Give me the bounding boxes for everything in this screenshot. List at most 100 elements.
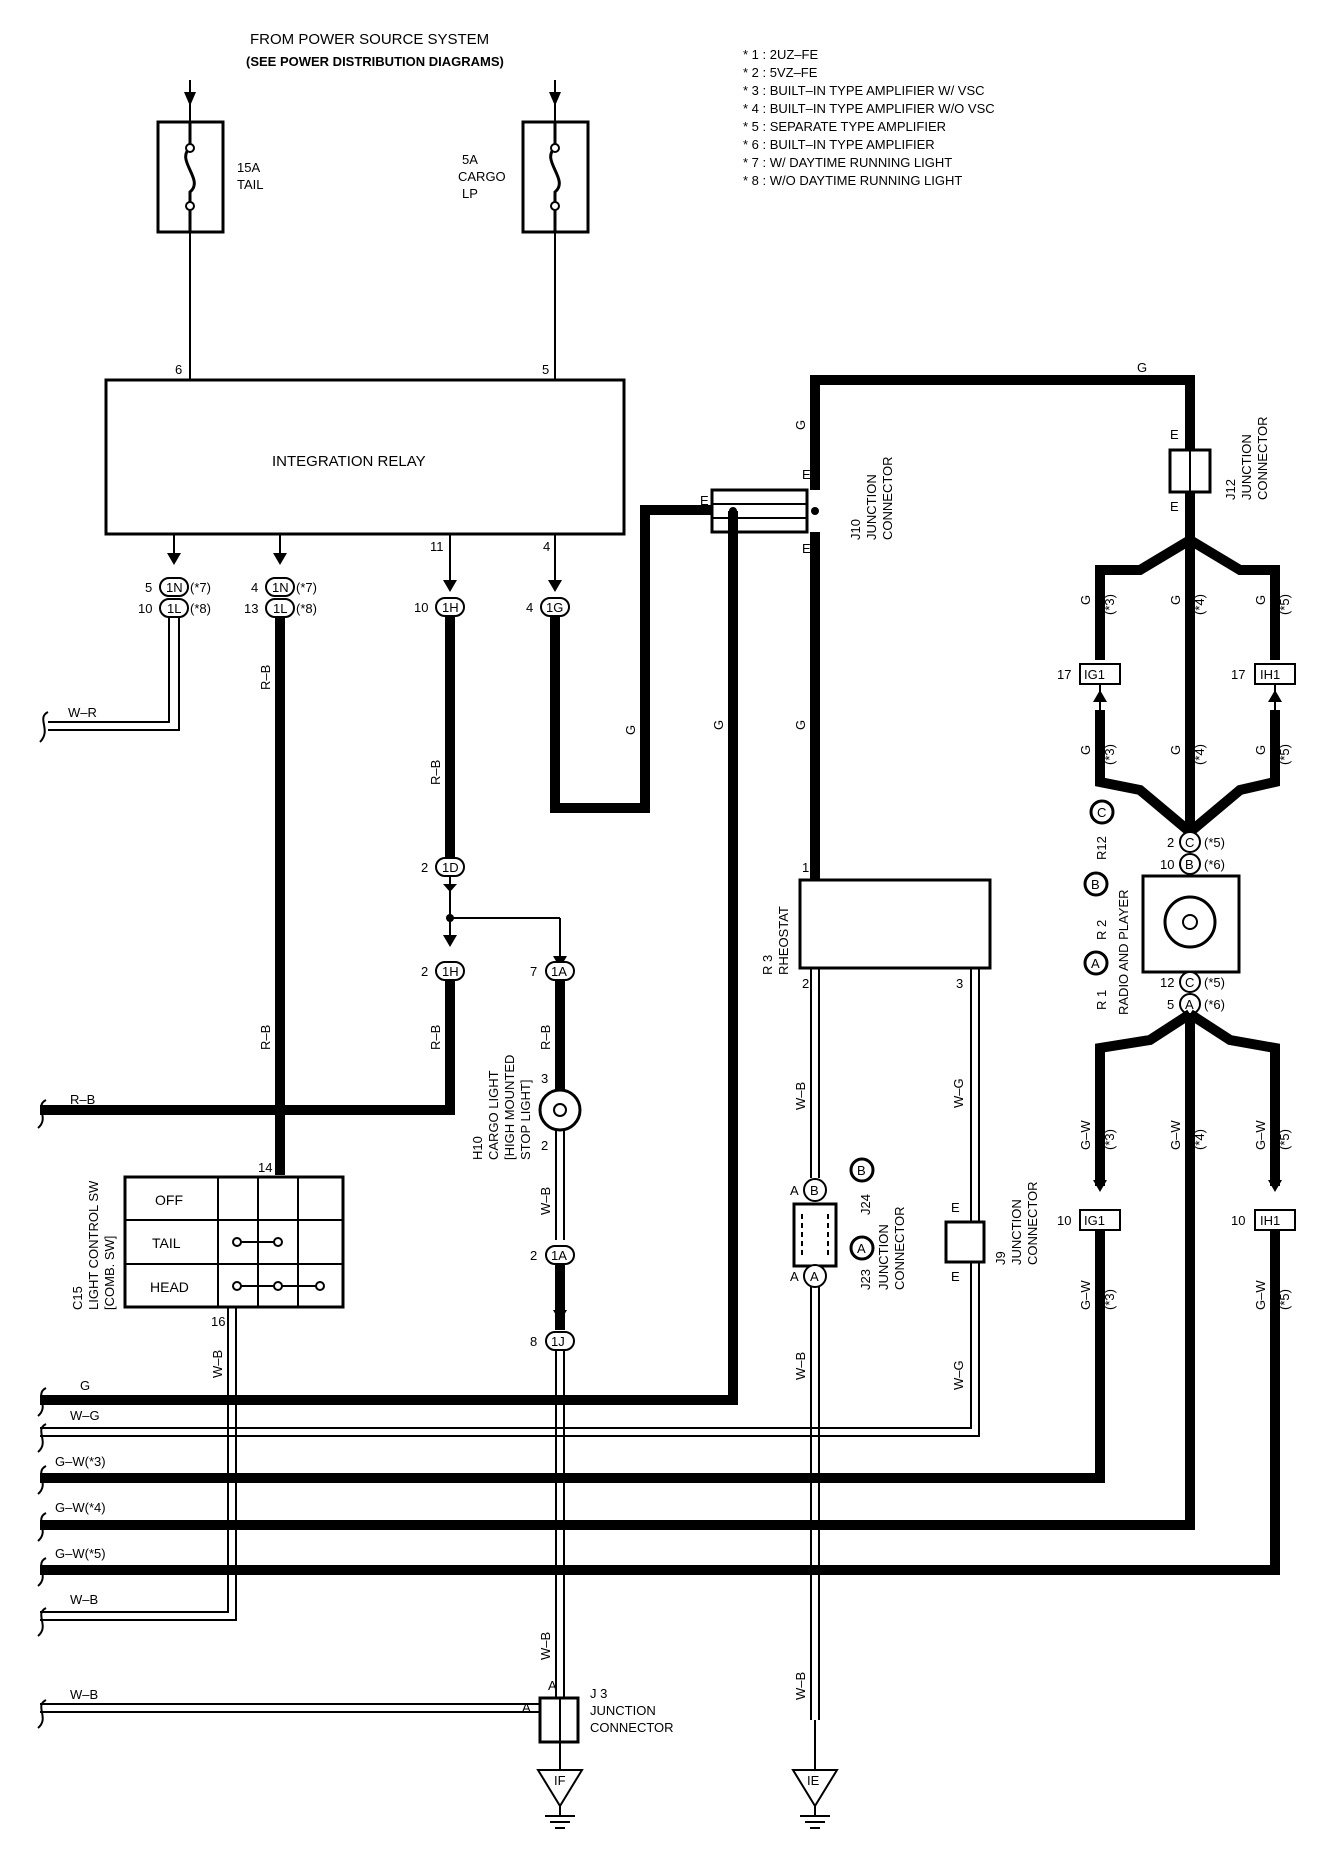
fuse-tail-amp: 15A xyxy=(237,160,260,175)
wire-label-WB-2: W–B xyxy=(538,1632,553,1660)
j23-pin-A-left: A xyxy=(790,1269,799,1284)
wire-label-GW-1: G–W xyxy=(1078,1120,1093,1150)
wire-label-RB-2: R–B xyxy=(258,1025,273,1050)
wire-label-GW-5: G–W xyxy=(1253,1280,1268,1310)
ground-ie: IE xyxy=(791,1720,839,1829)
radio-note-6-bottom: (*6) xyxy=(1204,997,1225,1012)
wire-note-3c: (*3) xyxy=(1102,1129,1117,1150)
wire-note-5d: (*5) xyxy=(1277,1289,1292,1310)
j24-badge: B xyxy=(857,1163,866,1178)
pin-10-1L: 10 xyxy=(138,601,152,616)
j24-id: J24 xyxy=(858,1194,873,1215)
r2-badge: B xyxy=(1091,877,1100,892)
radio-pin-5: 5 xyxy=(1167,997,1174,1012)
wire-label-G-2: G xyxy=(711,720,726,730)
note-star7-right: (*7) xyxy=(296,580,317,595)
wire-label-WB-6: W–B xyxy=(210,1350,225,1378)
j3-pin-A-top: A xyxy=(548,1678,557,1693)
r1-badge: A xyxy=(1091,956,1100,971)
r2-label: R 2 xyxy=(1094,920,1109,940)
switch-pos-head: HEAD xyxy=(150,1279,189,1295)
note-star8-left: (*8) xyxy=(190,601,211,616)
radio-pin-B: B xyxy=(1185,857,1194,872)
wire-label-G-9: G xyxy=(1253,595,1268,605)
pin-7-1A: 7 xyxy=(530,964,537,979)
fuse-tail-name: TAIL xyxy=(237,177,264,192)
wire-label-WB-7: W–B xyxy=(70,1592,98,1607)
notes-legend: * 1 : 2UZ–FE * 2 : 5VZ–FE * 3 : BUILT–IN… xyxy=(743,47,995,188)
j10-name1: JUNCTION xyxy=(864,474,879,540)
j10-pin-E-left: E xyxy=(700,493,709,508)
j9-name2: CONNECTOR xyxy=(1025,1181,1040,1265)
wire-label-G-5: G xyxy=(1137,360,1147,375)
r12-label: R12 xyxy=(1094,836,1109,860)
note-4: * 4 : BUILT–IN TYPE AMPLIFIER W/O VSC xyxy=(743,101,995,116)
j23-pin-B: B xyxy=(810,1183,819,1198)
r12-badge: C xyxy=(1097,805,1106,820)
wire-label-RB-1: R–B xyxy=(258,665,273,690)
power-distribution-note: (SEE POWER DISTRIBUTION DIAGRAMS) xyxy=(246,54,504,69)
ih1-bottom: IH1 xyxy=(1260,1213,1280,1228)
fuse-cargo-amp: 5A xyxy=(462,152,478,167)
j23-j24-junction: B A A A B A J24 J23 JUNCTION CONNECTOR W… xyxy=(790,1157,907,1720)
j9-junction-connector: E E J9 JUNCTION CONNECTOR xyxy=(944,1181,1040,1284)
note-2: * 2 : 5VZ–FE xyxy=(743,65,818,80)
pin-4-1G: 4 xyxy=(526,600,533,615)
wire-label-GW4: G–W(*4) xyxy=(55,1500,106,1515)
j10-id: J10 xyxy=(848,519,863,540)
power-source-label: FROM POWER SOURCE SYSTEM xyxy=(250,31,489,48)
switch-pin-14: 14 xyxy=(258,1160,272,1175)
cargo-light: 1A 7 R–B 3 2 H10 CARGO LIGHT [HIGH MOUNT… xyxy=(470,961,582,1698)
wire-label-WR: W–R xyxy=(68,705,97,720)
wire-note-5b: (*5) xyxy=(1277,744,1292,765)
wire-label-G-12: G xyxy=(1253,745,1268,755)
wire-label-GW-3: G–W xyxy=(1253,1120,1268,1150)
wire-G-1G-loop: G xyxy=(550,505,712,813)
note-5: * 5 : SEPARATE TYPE AMPLIFIER xyxy=(743,119,946,134)
relay-pin-4: 4 xyxy=(543,539,550,554)
j10-pin-E-top: E xyxy=(802,467,811,482)
ih1-pin-17: 17 xyxy=(1231,667,1245,682)
wire-label-G-3: G xyxy=(80,1378,90,1393)
j23-badge: A xyxy=(857,1241,866,1256)
j12-pin-E-top: E xyxy=(1170,427,1179,442)
wire-label-RB-3: R–B xyxy=(428,760,443,785)
wire-label-WB-4: W–B xyxy=(793,1352,808,1380)
wire-label-WG-1: W–G xyxy=(951,1078,966,1108)
wire-label-WG-2: W–G xyxy=(951,1360,966,1390)
cargo-light-desc2: STOP LIGHT] xyxy=(518,1080,533,1160)
j12-name1: JUNCTION xyxy=(1239,434,1254,500)
radio-label: RADIO AND PLAYER xyxy=(1116,890,1131,1015)
switch-pin-16: 16 xyxy=(211,1314,225,1329)
j23-name2: CONNECTOR xyxy=(892,1206,907,1290)
wire-label-RB-5: R–B xyxy=(70,1092,95,1107)
radio-pin-C-bottom: C xyxy=(1185,975,1194,990)
j3-pin-A-left: A xyxy=(522,1700,531,1715)
j9-pin-E-bottom: E xyxy=(951,1269,960,1284)
pin-8-1J: 8 xyxy=(530,1334,537,1349)
wire-note-3d: (*3) xyxy=(1102,1289,1117,1310)
wire-label-G-1: G xyxy=(623,725,638,735)
conn-1G: 1G xyxy=(546,600,563,615)
radio-pin-A: A xyxy=(1185,997,1194,1012)
pin-3-light: 3 xyxy=(541,1071,548,1086)
pin-2-light: 2 xyxy=(541,1138,548,1153)
j10-junction-connector: E E E J10 JUNCTION CONNECTOR xyxy=(700,456,895,556)
note-3: * 3 : BUILT–IN TYPE AMPLIFIER W/ VSC xyxy=(743,83,985,98)
ground-if: IF xyxy=(536,1769,584,1829)
wire-label-RB-4: R–B xyxy=(428,1025,443,1050)
cargo-light-name: CARGO LIGHT xyxy=(486,1070,501,1160)
pin-2-1D: 2 xyxy=(421,860,428,875)
note-star8-right: (*8) xyxy=(296,601,317,616)
rheostat-name: RHEOSTAT xyxy=(776,906,791,975)
radio-note-6-top: (*6) xyxy=(1204,857,1225,872)
wire-note-5c: (*5) xyxy=(1277,1129,1292,1150)
radio-note-5-bottom: (*5) xyxy=(1204,975,1225,990)
conn-1H-top: 1H xyxy=(442,600,459,615)
wire-label-GW5: G–W(*5) xyxy=(55,1546,106,1561)
rheostat: 1 2 3 R 3 RHEOSTAT xyxy=(760,860,992,991)
light-control-switch: 14 OFF TAIL HEAD 16 C15 LIGHT CONTROL SW… xyxy=(70,1160,345,1329)
j23-id: J23 xyxy=(858,1269,873,1290)
conn-1H-bottom: 1H xyxy=(442,964,459,979)
fuse-cargo: 5A CARGO LP xyxy=(458,80,590,234)
